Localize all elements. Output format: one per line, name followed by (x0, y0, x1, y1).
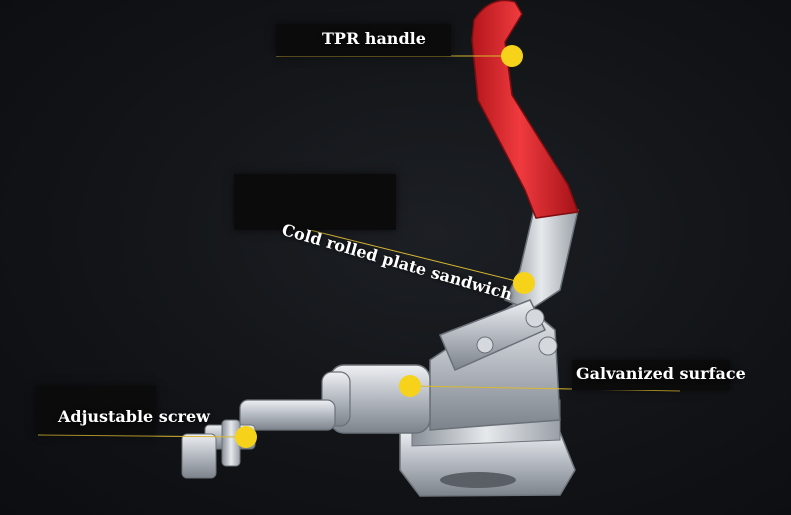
label-box-galvanized-surface (572, 360, 730, 390)
plunger-housing (321, 364, 431, 434)
plunger-rod (239, 399, 336, 431)
red-handle (471, 0, 580, 219)
callout-adjustable-screw: Adjustable screw (58, 407, 210, 426)
callout-galvanized-surface: Galvanized surface (576, 364, 746, 383)
marker-galvanized-surface (399, 375, 421, 397)
callout-markers (235, 45, 535, 448)
callout-tpr-handle: TPR handle (322, 29, 426, 48)
lever-arm (503, 204, 579, 311)
marker-adjustable-screw (235, 426, 257, 448)
leader-lines (37, 55, 681, 438)
marker-tpr-handle (501, 45, 523, 67)
marker-cold-rolled-plate (513, 272, 535, 294)
label-box-tpr-handle (276, 24, 451, 56)
label-box-cold-rolled-plate (234, 174, 396, 230)
linkage (439, 299, 558, 371)
label-box-adjustable-screw (36, 386, 156, 434)
